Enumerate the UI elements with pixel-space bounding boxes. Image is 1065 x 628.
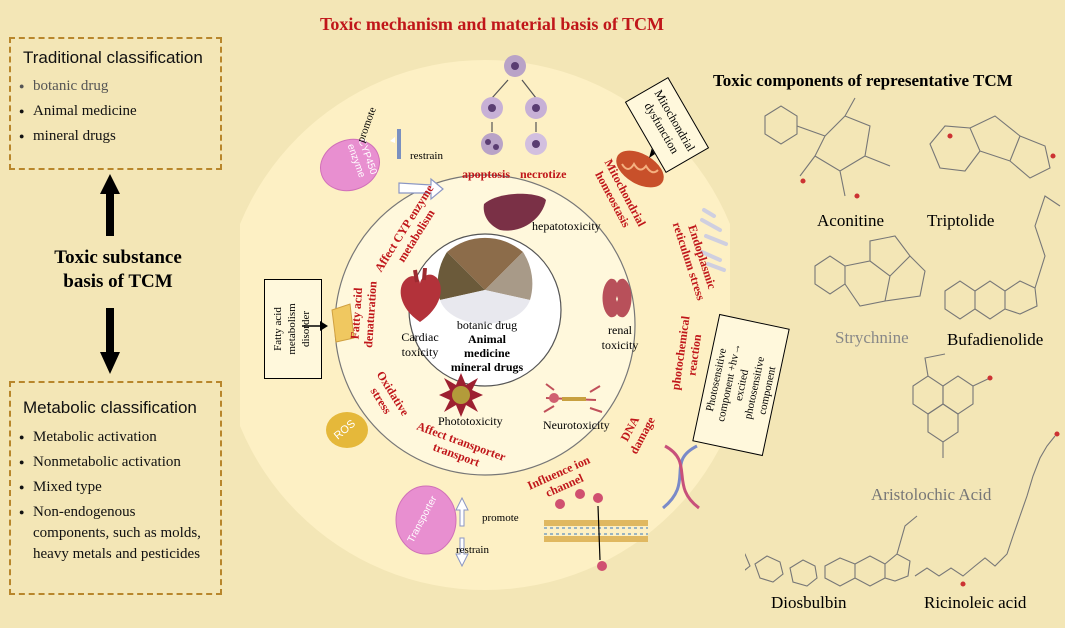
heart-icon — [400, 268, 441, 322]
liver-icon — [483, 193, 546, 231]
sun-icon — [439, 373, 483, 417]
toxic-substance-basis-label: Toxic substance basis of TCM — [38, 246, 198, 294]
aristolochic-acid-structure-icon — [912, 353, 993, 458]
strychnine-structure-icon — [814, 235, 926, 307]
mechanism-circle — [240, 60, 730, 590]
list-item: Mixed type — [19, 477, 215, 498]
label-line: toxicity — [601, 338, 639, 352]
core-label: mineral drugs — [450, 360, 524, 374]
neurotoxicity-label: Neurotoxicity — [543, 418, 610, 432]
core-label: botanic drug — [456, 318, 518, 332]
label-line: Fatty acid — [272, 307, 284, 351]
label-line: toxicity — [401, 345, 439, 359]
list-item: Nonmetabolic activation — [19, 452, 215, 473]
core-labels: botanic drug Animal medicine mineral dru… — [445, 318, 529, 374]
cyp-enzyme-icon — [320, 129, 444, 201]
renal-toxicity-label: renal toxicity — [595, 323, 645, 353]
dna-helix-icon — [662, 444, 700, 510]
right-panel-title: Toxic components of representative TCM — [713, 71, 1013, 90]
down-arrow-icon — [100, 308, 120, 374]
triptolide-structure-icon — [929, 115, 1056, 179]
label-line: Cardiac — [401, 330, 439, 344]
core-label: Animal medicine — [464, 332, 510, 360]
diosbulbin-structure-icon — [745, 515, 918, 587]
label-line: metabolism — [286, 303, 298, 355]
kidney-icon — [602, 278, 632, 318]
figure-title: Toxic mechanism and material basis of TC… — [320, 14, 665, 34]
cardiac-toxicity-label: Cardiac toxicity — [394, 330, 446, 360]
drug-sample-image — [437, 237, 533, 324]
compound-label: Bufadienolide — [947, 330, 1044, 349]
fatty-arrow-icon — [302, 321, 328, 331]
compound-label: Ricinoleic acid — [924, 593, 1027, 612]
structures — [745, 97, 1061, 587]
traditional-classification-box: Traditional classification botanic drug … — [9, 37, 222, 170]
label-line: basis of TCM — [63, 271, 173, 292]
phototoxicity-label: Phototoxicity — [438, 414, 503, 428]
hepatotoxicity-label: hepatotoxicity — [532, 219, 601, 233]
compound-label: Diosbulbin — [771, 593, 847, 612]
neuron-icon — [543, 383, 603, 413]
label-line: renal — [608, 323, 632, 337]
apoptosis-label: apoptosis — [462, 167, 511, 181]
list-item: Metabolic activation — [19, 427, 215, 448]
list-item: botanic drug — [19, 76, 137, 97]
compound-label: Strychnine — [835, 328, 909, 347]
transporter-arrows-icon — [455, 496, 469, 568]
cyp-restrain-label: restrain — [410, 150, 443, 162]
necrotize-label: necrotize — [520, 167, 567, 181]
transporter-promote-label: promote — [482, 512, 519, 524]
fatty-acid-denaturation-label: Fatty acid denaturation — [347, 280, 380, 349]
ion-channel-icon — [544, 489, 648, 571]
cell-death-icon — [481, 55, 547, 155]
list-item: mineral drugs — [19, 126, 137, 147]
transporter-icon — [395, 485, 457, 555]
ros-icon — [326, 412, 368, 448]
compound-label: Aconitine — [817, 211, 885, 230]
list-item: Animal medicine — [19, 101, 137, 122]
transporter-restrain-label: restrain — [456, 544, 489, 556]
traditional-classification-title: Traditional classification — [23, 48, 203, 67]
label-line: Toxic substance — [54, 247, 182, 268]
endoplasmic-reticulum-icon — [700, 208, 728, 272]
up-arrow-icon — [100, 174, 120, 236]
fat-cell-icon — [331, 303, 355, 343]
ricinoleic-acid-structure-icon — [914, 431, 1060, 587]
list-item: Non-endogenous components, such as molds… — [19, 502, 215, 565]
mitochondria-icon — [616, 150, 664, 188]
metabolic-classification-list: Metabolic activation Nonmetabolic activa… — [19, 427, 215, 565]
traditional-classification-list: botanic drug Animal medicine mineral dru… — [19, 76, 137, 147]
bufadienolide-structure-icon — [944, 195, 1061, 320]
compound-label: Triptolide — [927, 211, 995, 230]
compound-label: Aristolochic Acid — [871, 485, 992, 504]
metabolic-classification-title: Metabolic classification — [23, 398, 197, 417]
metabolic-classification-box: Metabolic classification Metabolic activ… — [9, 381, 222, 595]
aconitine-structure-icon — [764, 97, 891, 199]
